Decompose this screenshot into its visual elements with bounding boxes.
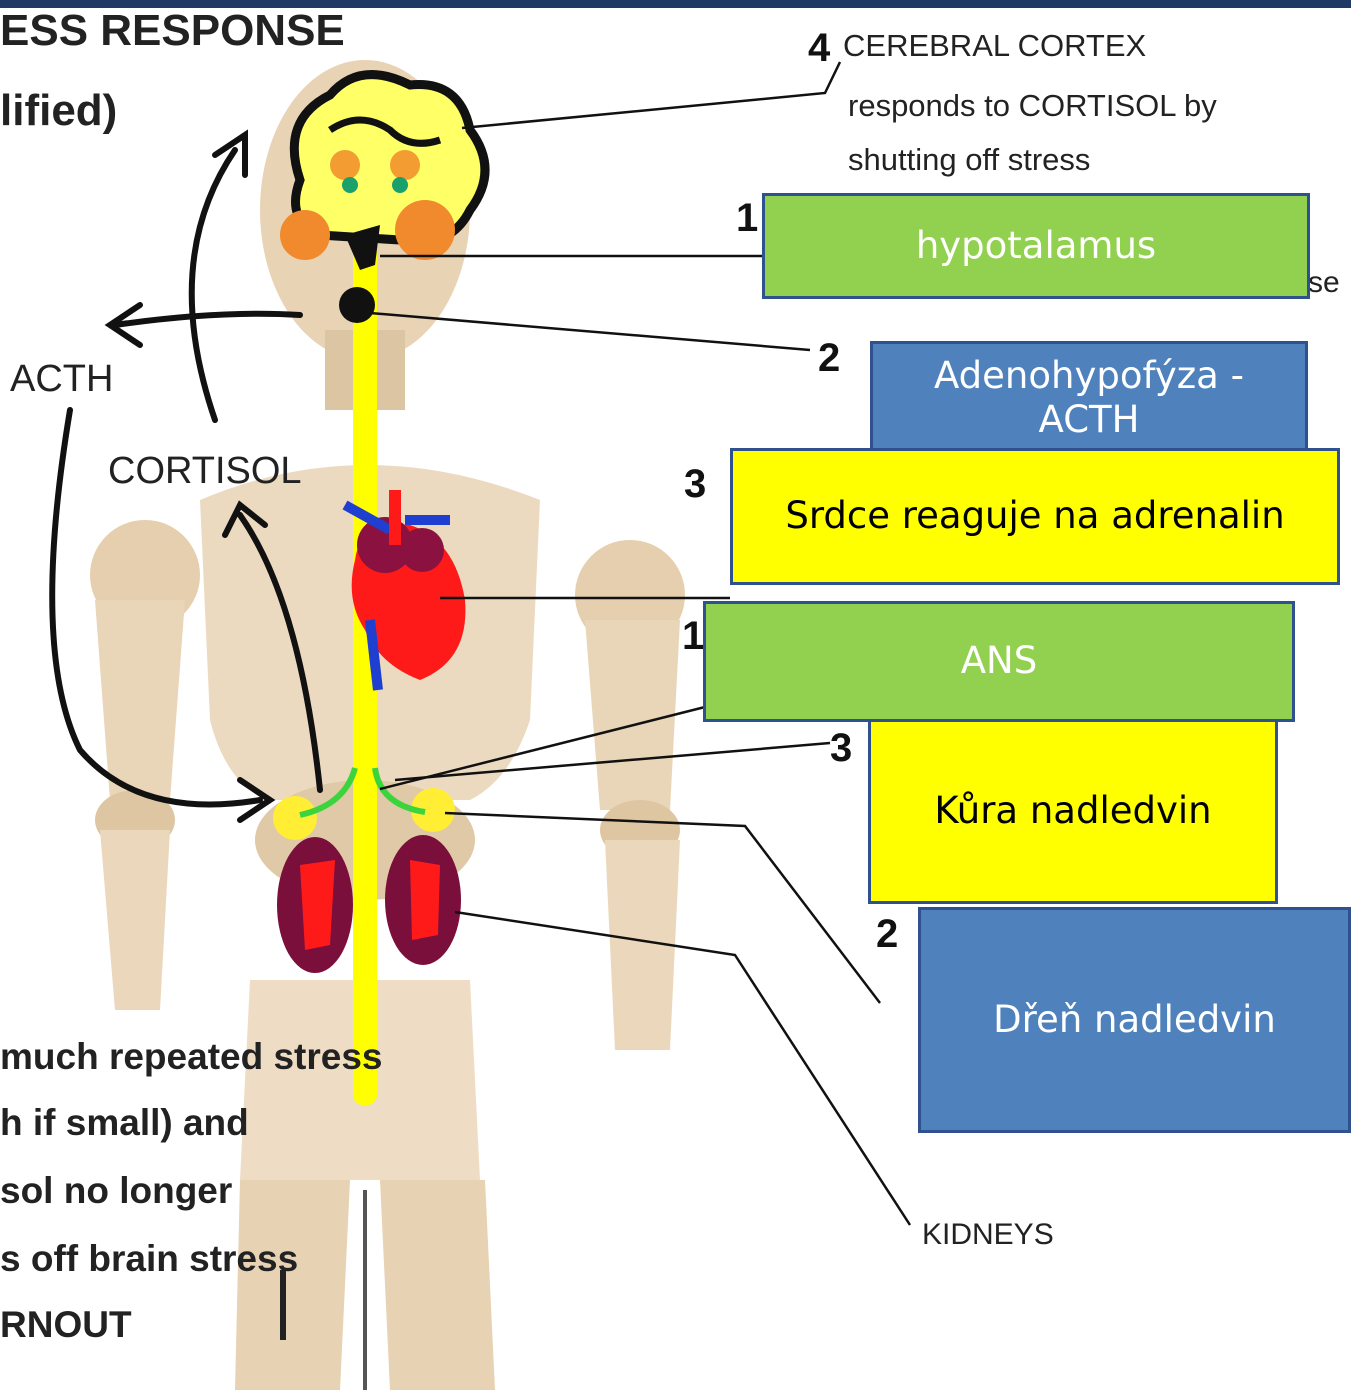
title-line-1: ESS RESPONSE xyxy=(0,6,345,56)
bottom-text-line-1: much repeated stress xyxy=(0,1036,383,1078)
adenohypofyza-text-2: ACTH xyxy=(1039,398,1140,442)
kidneys-label: KIDNEYS xyxy=(922,1218,1054,1252)
bottom-text-line-3: sol no longer xyxy=(0,1170,232,1212)
bottom-text-line-4: s off brain stress xyxy=(0,1238,298,1280)
step-number-1-top: 1 xyxy=(736,196,758,241)
step-number-2-bottom: 2 xyxy=(876,912,898,957)
ans-text: ANS xyxy=(961,639,1037,683)
srdce-box[interactable]: Srdce reaguje na adrenalin xyxy=(730,448,1340,585)
cortex-note-line-1: CEREBRAL CORTEX xyxy=(843,28,1146,64)
bottom-text-line-5: RNOUT xyxy=(0,1304,132,1346)
step-number-2-top: 2 xyxy=(818,336,840,381)
hypotalamus-text: hypotalamus xyxy=(916,224,1156,268)
dren-nadledvin-text: Dřeň nadledvin xyxy=(993,998,1276,1042)
step-number-3-top: 3 xyxy=(684,462,706,507)
ans-box[interactable]: ANS xyxy=(703,601,1295,722)
srdce-text: Srdce reaguje na adrenalin xyxy=(785,494,1284,538)
cortex-note-line-3: shutting off stress xyxy=(848,142,1090,178)
cortex-note-line-2: responds to CORTISOL by xyxy=(848,88,1217,124)
bottom-text-line-2: h if small) and xyxy=(0,1102,249,1144)
dren-nadledvin-box[interactable]: Dřeň nadledvin xyxy=(918,907,1351,1133)
kura-nadledvin-box[interactable]: Kůra nadledvin xyxy=(868,718,1278,904)
adenohypofyza-text-1: Adenohypofýza - xyxy=(934,354,1244,398)
hypotalamus-box[interactable]: hypotalamus xyxy=(762,193,1310,299)
step-number-3-mid: 3 xyxy=(830,726,852,771)
acth-label: ACTH xyxy=(10,358,113,401)
adenohypofyza-box[interactable]: Adenohypofýza - ACTH xyxy=(870,341,1308,455)
kura-nadledvin-text: Kůra nadledvin xyxy=(934,789,1211,833)
cortisol-label: CORTISOL xyxy=(108,450,302,493)
title-line-2: lified) xyxy=(0,86,117,136)
hidden-text-fragment: se xyxy=(1308,266,1340,300)
step-number-4: 4 xyxy=(808,26,830,71)
step-number-1-mid: 1 xyxy=(682,614,704,659)
